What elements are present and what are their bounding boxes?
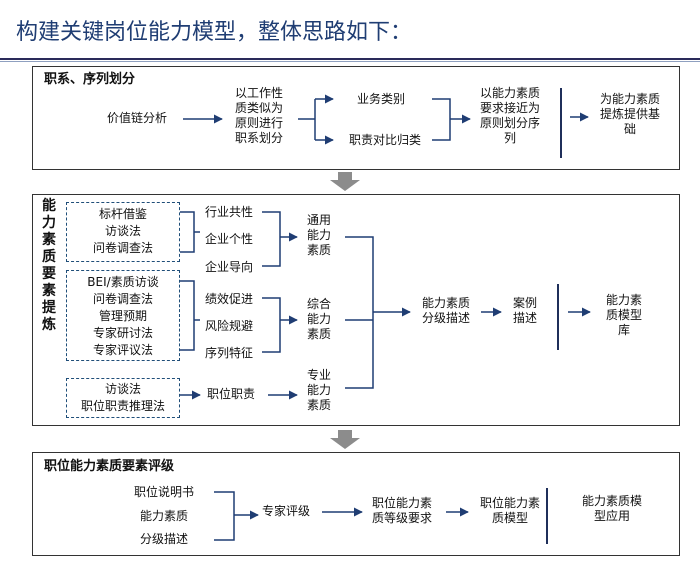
- grade-requirement-label: 职位能力素 质等级要求: [371, 496, 432, 525]
- title-rule-dark: [0, 58, 700, 60]
- section1-panel: [32, 66, 680, 170]
- industry-label: 行业共性: [205, 205, 254, 219]
- method-group-1-text: 标杆借鉴 访谈法 问卷调查法: [92, 207, 153, 255]
- bracket-group1: [180, 211, 195, 253]
- input-competency: 能力素质: [140, 509, 189, 523]
- bracket-competency-merge: [345, 236, 374, 389]
- professional-competency-label: 专业 能力 素质: [306, 368, 331, 412]
- model-application-label: 能力素质模 型应用: [581, 494, 642, 523]
- down-arrow-1: [330, 172, 360, 191]
- bracket-merge: [432, 98, 451, 141]
- bracket-composite-factors: [262, 297, 281, 353]
- enterprise-orientation-label: 企业导向: [205, 260, 254, 274]
- input-grading-description: 分级描述: [140, 532, 189, 546]
- method-group-3: [66, 378, 180, 418]
- general-competency-label: 通用 能力 素质: [306, 213, 331, 257]
- business-type-label: 业务类别: [357, 92, 406, 106]
- section3-divider: [546, 488, 548, 544]
- duty-compare-label: 职责对比归类: [349, 133, 422, 147]
- section1-heading: 职系、序列划分: [44, 72, 136, 87]
- composite-competency-label: 综合 能力 素质: [306, 297, 331, 341]
- enterprise-individual-label: 企业个性: [205, 232, 254, 246]
- case-description-label: 案例 描述: [512, 296, 537, 325]
- grading-description-label: 能力素质 分级描述: [421, 296, 470, 325]
- risk-label: 风险规避: [205, 319, 254, 333]
- bracket-group2: [180, 280, 195, 351]
- down-arrow-2: [330, 430, 360, 449]
- performance-label: 绩效促进: [205, 292, 254, 306]
- input-position-description: 职位说明书: [134, 485, 195, 499]
- section2-heading: 能力素质要素提炼: [42, 198, 56, 333]
- method-group-2-text: BEI/素质访谈 问卷调查法 管理预期 专家研讨法 专家评议法: [87, 275, 159, 357]
- classify-label: 以工作性 质类似为 原则进行 职系划分: [234, 86, 283, 145]
- expert-rating-label: 专家评级: [262, 504, 311, 518]
- title-rule-light: [0, 61, 700, 62]
- model-library-label: 能力素 质模型 库: [605, 293, 642, 337]
- section2-divider: [557, 284, 559, 350]
- bracket-general-factors: [262, 211, 281, 267]
- sequence-label: 序列特征: [205, 346, 254, 360]
- section3-heading: 职位能力素质要素评级: [44, 459, 175, 474]
- bracket-inputs: [214, 491, 235, 541]
- position-duty-label: 职位职责: [207, 387, 256, 401]
- section3-panel: [32, 452, 680, 556]
- method-group-2: [66, 270, 180, 361]
- section1-divider: [560, 88, 562, 158]
- sequence-principle-label: 以能力素质 要求接近为 原则划分序 列: [479, 86, 540, 145]
- method-group-3-text: 访谈法 职位职责推理法: [80, 382, 165, 413]
- page-title: 构建关键岗位能力模型，整体思路如下：: [16, 20, 413, 45]
- position-model-label: 职位能力素 质模型: [479, 496, 540, 525]
- method-group-1: [66, 202, 180, 262]
- value-chain-label: 价值链分析: [107, 111, 168, 125]
- basis-label: 为能力素质 提炼提供基 础: [599, 92, 660, 136]
